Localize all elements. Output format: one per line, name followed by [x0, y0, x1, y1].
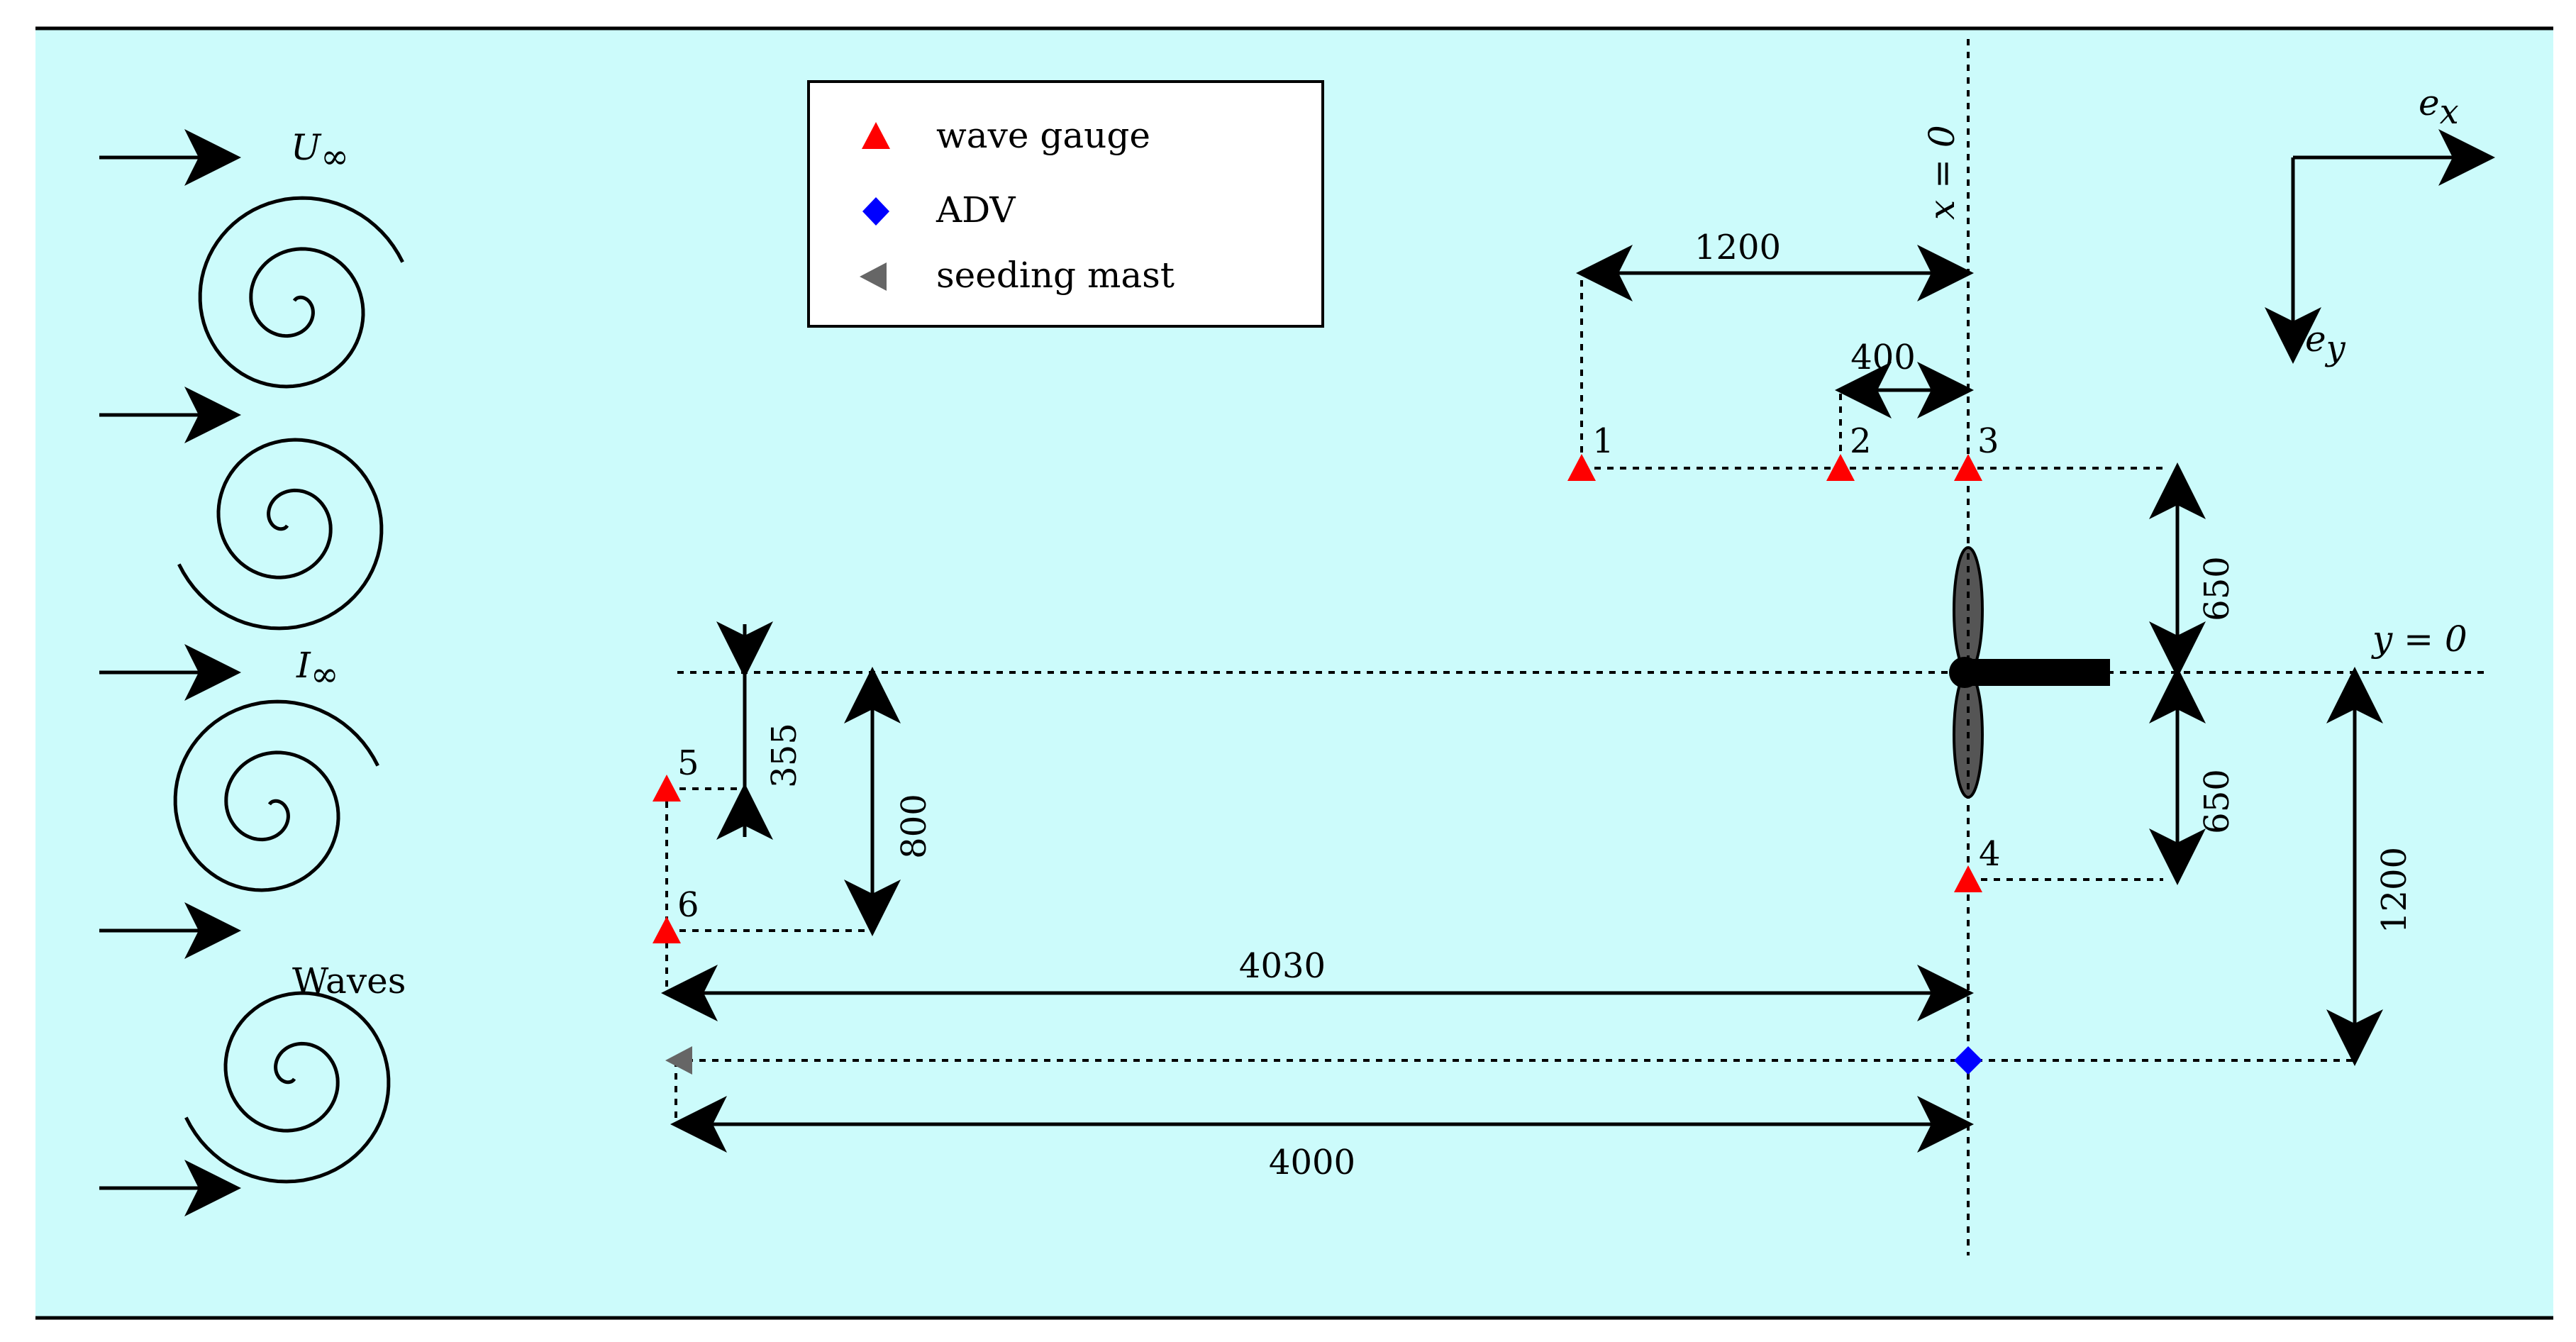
- wave-gauge-3-icon: [1954, 454, 1982, 481]
- ey-label: ey: [2305, 318, 2346, 368]
- turbulence-spirals: [173, 196, 404, 1184]
- legend-label-wave-gauge: wave gauge: [936, 115, 1150, 156]
- i-inf-label: I∞: [296, 645, 339, 694]
- dim-400-label: 400: [1850, 338, 1916, 377]
- y-zero-label: y = 0: [2371, 619, 2467, 660]
- dim-1200-top-label: 1200: [1694, 228, 1781, 267]
- gauge-label-2: 2: [1850, 421, 1872, 461]
- dim-650-upper-label: 650: [2197, 556, 2237, 621]
- gauge-label-5: 5: [677, 743, 699, 783]
- blue-diamond-icon: [862, 197, 889, 226]
- tidal-turbine: [1949, 546, 2110, 799]
- wave-gauge-4-icon: [1954, 865, 1982, 892]
- turbulence-spiral-icon: [177, 438, 384, 631]
- dim-4000-label: 4000: [1269, 1143, 1355, 1182]
- gauge-label-3: 3: [1977, 421, 1999, 461]
- legend: wave gauge ADV seeding mast: [807, 80, 1324, 328]
- grey-left-triangle-icon: [860, 262, 887, 291]
- legend-label-adv: ADV: [936, 189, 1016, 231]
- wave-gauge-6-icon: [653, 916, 681, 943]
- adv-diamond-icon: [1954, 1046, 1982, 1075]
- coordinate-system: ex ey: [2265, 82, 2495, 368]
- wave-gauge-2-icon: [1826, 454, 1855, 481]
- inflow-arrows: [99, 129, 241, 1216]
- turbulence-spiral-icon: [173, 699, 379, 892]
- gauge-label-6: 6: [677, 885, 699, 925]
- seeding-mast-icon: [665, 1046, 692, 1075]
- dim-355-label: 355: [765, 723, 804, 788]
- turbine-hub: [1949, 657, 1980, 688]
- dimension-arrows: [661, 245, 2383, 1153]
- wave-gauge-1-icon: [1567, 454, 1596, 481]
- x-zero-label: x = 0: [1921, 125, 1962, 220]
- wave-gauges: [653, 454, 1982, 943]
- dim-650-lower-label: 650: [2197, 769, 2237, 834]
- legend-label-seeding-mast: seeding mast: [936, 255, 1175, 296]
- ex-label: ex: [2419, 82, 2459, 132]
- dim-1200-right-label: 1200: [2375, 847, 2414, 933]
- red-triangle-icon: [862, 122, 890, 149]
- wave-gauge-5-icon: [653, 775, 681, 802]
- u-inf-label: U∞: [291, 127, 349, 177]
- waves-label: Waves: [292, 960, 406, 1002]
- turbulence-spiral-icon: [184, 991, 391, 1184]
- dim-4030-label: 4030: [1239, 946, 1326, 986]
- gauge-label-1: 1: [1592, 421, 1614, 461]
- dim-800-label: 800: [894, 794, 934, 859]
- turbulence-spiral-icon: [198, 196, 404, 389]
- legend-box: [807, 80, 1324, 328]
- gauge-label-4: 4: [1979, 834, 2001, 874]
